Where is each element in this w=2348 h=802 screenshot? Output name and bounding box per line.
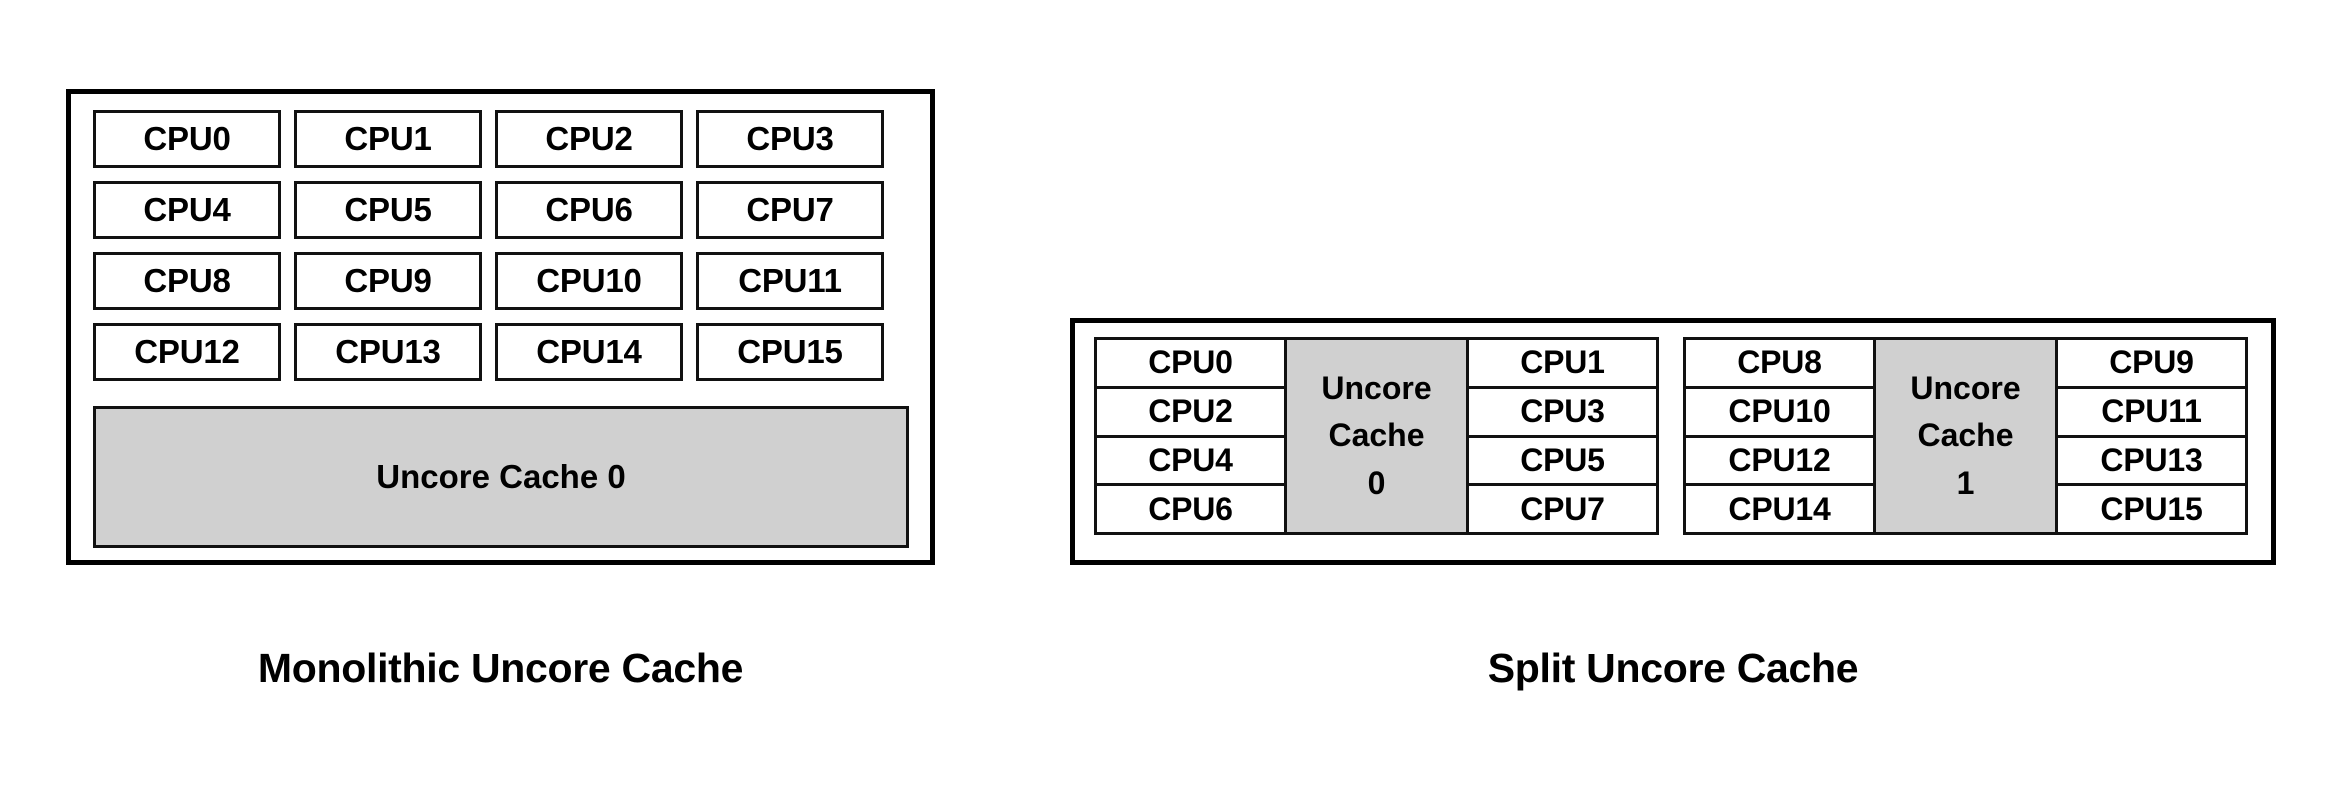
split-group-container: CPU0 CPU2 CPU4 CPU6 Uncore Cache 0 CPU1 … xyxy=(1094,337,2248,535)
split-group-0-right-column: CPU1 CPU3 CPU5 CPU7 xyxy=(1469,340,1656,532)
uncore-cache-0-line-3: 0 xyxy=(1367,464,1386,501)
cpu-box-14: CPU14 xyxy=(495,323,683,381)
cpu-box-9: CPU9 xyxy=(294,252,482,310)
cpu-box-2: CPU2 xyxy=(1097,388,1284,438)
split-uncore-cache-panel: CPU0 CPU2 CPU4 CPU6 Uncore Cache 0 CPU1 … xyxy=(1070,318,2276,565)
monolithic-cpu-grid: CPU0 CPU1 CPU2 CPU3 CPU4 CPU5 CPU6 CPU7 … xyxy=(93,110,909,381)
cpu-box-4: CPU4 xyxy=(93,181,281,239)
cpu-box-7: CPU7 xyxy=(696,181,884,239)
uncore-cache-0-line-1: Uncore xyxy=(1321,369,1432,406)
uncore-cache-1-line-1: Uncore xyxy=(1910,369,2021,406)
cpu-box-10: CPU10 xyxy=(1686,388,1873,438)
cpu-box-6: CPU6 xyxy=(495,181,683,239)
split-caption-label: Split Uncore Cache xyxy=(1487,645,1859,691)
cpu-box-15: CPU15 xyxy=(696,323,884,381)
cpu-box-12: CPU12 xyxy=(1686,437,1873,487)
cpu-box-5: CPU5 xyxy=(294,181,482,239)
cpu-box-12: CPU12 xyxy=(93,323,281,381)
cpu-box-4: CPU4 xyxy=(1097,437,1284,487)
cpu-box-6: CPU6 xyxy=(1097,486,1284,532)
monolithic-uncore-cache-panel: CPU0 CPU1 CPU2 CPU3 CPU4 CPU5 CPU6 CPU7 … xyxy=(66,89,935,565)
uncore-cache-0-line-2: Cache xyxy=(1328,417,1425,454)
cpu-box-0: CPU0 xyxy=(93,110,281,168)
uncore-cache-block-0: Uncore Cache 0 xyxy=(93,406,909,548)
uncore-cache-1-line-3: 1 xyxy=(1956,464,1975,501)
split-group-0-left-column: CPU0 CPU2 CPU4 CPU6 xyxy=(1097,340,1284,532)
cpu-box-14: CPU14 xyxy=(1686,486,1873,532)
split-group-1-left-column: CPU8 CPU10 CPU12 CPU14 xyxy=(1686,340,1873,532)
split-group-0: CPU0 CPU2 CPU4 CPU6 Uncore Cache 0 CPU1 … xyxy=(1094,337,1659,535)
cpu-box-13: CPU13 xyxy=(2058,437,2245,487)
split-group-1: CPU8 CPU10 CPU12 CPU14 Uncore Cache 1 CP… xyxy=(1683,337,2248,535)
cpu-box-11: CPU11 xyxy=(696,252,884,310)
cpu-box-7: CPU7 xyxy=(1469,486,1656,532)
cpu-box-3: CPU3 xyxy=(696,110,884,168)
cpu-box-9: CPU9 xyxy=(2058,340,2245,389)
cpu-box-8: CPU8 xyxy=(93,252,281,310)
cpu-box-2: CPU2 xyxy=(495,110,683,168)
cpu-box-5: CPU5 xyxy=(1469,437,1656,487)
cpu-box-0: CPU0 xyxy=(1097,340,1284,389)
cpu-box-11: CPU11 xyxy=(2058,388,2245,438)
uncore-cache-block-1: Uncore Cache 1 xyxy=(1873,340,2058,532)
cpu-box-10: CPU10 xyxy=(495,252,683,310)
cpu-box-3: CPU3 xyxy=(1469,388,1656,438)
monolithic-caption-label: Monolithic Uncore Cache xyxy=(257,645,744,691)
cpu-box-13: CPU13 xyxy=(294,323,482,381)
cpu-box-1: CPU1 xyxy=(1469,340,1656,389)
uncore-cache-1-line-2: Cache xyxy=(1917,417,2014,454)
uncore-cache-block-0: Uncore Cache 0 xyxy=(1284,340,1469,532)
split-group-1-right-column: CPU9 CPU11 CPU13 CPU15 xyxy=(2058,340,2245,532)
cpu-box-8: CPU8 xyxy=(1686,340,1873,389)
cpu-box-15: CPU15 xyxy=(2058,486,2245,532)
cpu-box-1: CPU1 xyxy=(294,110,482,168)
